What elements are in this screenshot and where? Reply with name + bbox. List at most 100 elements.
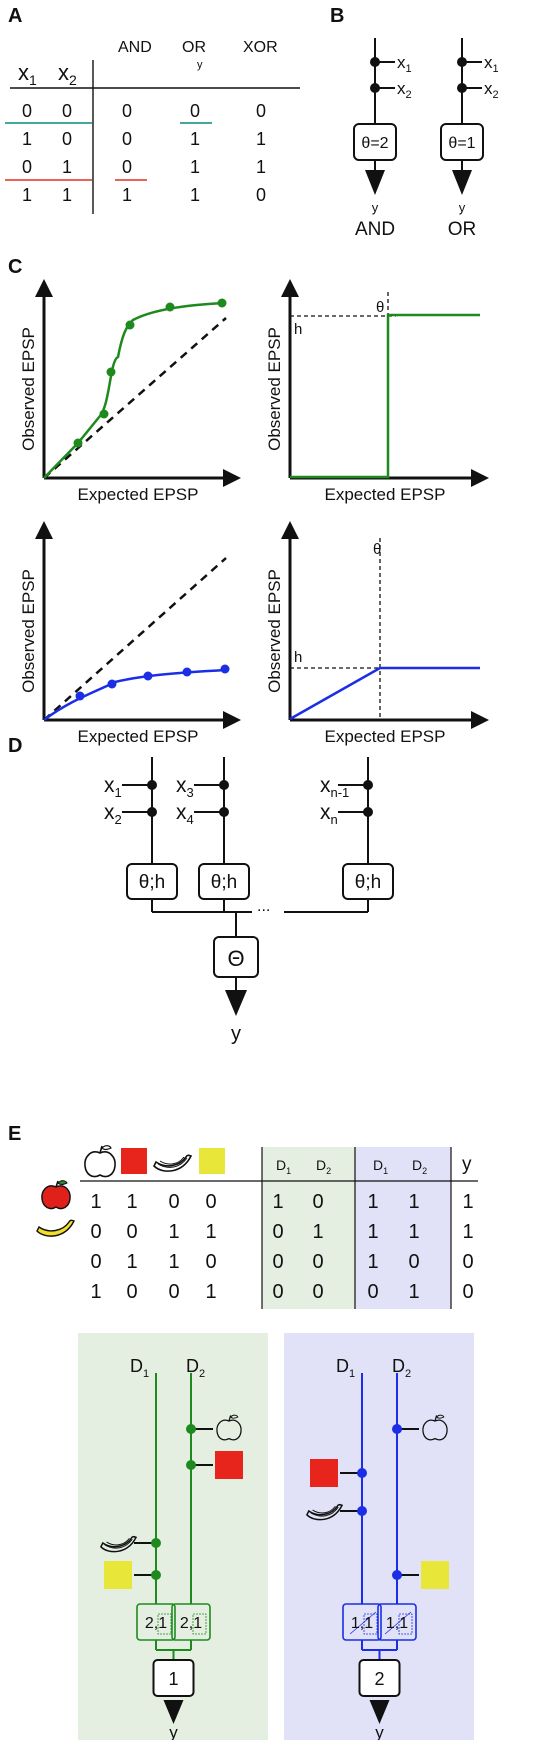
y-axis-label: Observed EPSP [19,327,38,451]
truth-cell-r1-c0: 1 [22,129,32,149]
soma-label: 1 [168,1669,178,1689]
synapse-dot [147,780,157,790]
input-cell: 1 [168,1221,179,1243]
input-cell: 1 [90,1281,101,1303]
green-dendrite-cell: 1 [272,1191,283,1213]
branch-box-hatch [384,1611,412,1635]
output-cell: 1 [462,1221,473,1243]
input-cell: 1 [90,1191,101,1213]
green-dendrite-cell: 0 [272,1221,283,1243]
panel-label-d: D [8,735,22,757]
data-point [125,320,135,330]
output-arrowhead [452,170,472,195]
h-label: h [294,649,302,666]
green-d1-header: D1 [276,1157,291,1176]
input-x2-label: x2 [397,79,412,101]
synapse-dot [370,57,380,67]
banana-icon [153,1154,192,1172]
green-dendrite-cell: 0 [312,1251,323,1273]
synapse-dot [357,1506,367,1516]
branch-label: 2,1 [145,1615,167,1632]
synapse-dot [147,807,157,817]
output-arrowhead [365,170,385,195]
blue-dendrite-cell: 1 [408,1221,419,1243]
green-dendrite-cell: 0 [272,1281,283,1303]
green-d2-header: D2 [316,1157,331,1176]
theta-label: θ [376,299,384,316]
y-axis-label: Observed EPSP [265,569,284,693]
input-label: xn [320,801,338,827]
data-point [73,438,83,448]
output-arrowhead [163,1700,184,1724]
blue-dendrite-cell: 1 [408,1191,419,1213]
input-label: xn-1 [320,774,349,800]
saturating-curve [289,666,480,721]
truth-cell-r1-c4: 1 [256,129,266,149]
green-dendrite-cell: 1 [312,1221,323,1243]
d1-label: D1 [336,1356,355,1380]
truth-cell-r3-c3: 1 [190,185,200,205]
synapse-dot [392,1570,402,1580]
soma-label: 2 [374,1669,384,1689]
synapse-dot [392,1424,402,1434]
x-axis-label: Expected EPSP [78,727,199,746]
branch-label: θ;h [139,872,165,893]
apple-body [41,1185,71,1210]
x-axis-label: Expected EPSP [78,485,199,504]
truth-cell-r1-c2: 0 [122,129,132,149]
input-cell: 1 [126,1251,137,1273]
plot-sublinear: Expected EPSP Observed EPSP [19,521,241,746]
input-label: x2 [104,801,122,827]
synapse-dot [186,1424,196,1434]
y-axis-label: Observed EPSP [19,569,38,693]
panel-label-e: E [8,1123,21,1145]
and-header: AND [118,39,152,56]
input-cell: 1 [168,1251,179,1273]
synapse-dot [457,83,467,93]
banana-body [36,1219,75,1237]
ellipsis: ... [257,898,270,915]
step-curve [290,313,480,479]
data-point [99,409,109,419]
synapse-dot [363,807,373,817]
blue-dendrite-cell: 0 [367,1281,378,1303]
h-label: h [294,321,302,338]
output-arrowhead [369,1700,390,1724]
input-cell: 0 [90,1221,101,1243]
branch-label: 1,1 [386,1615,408,1632]
blue-table-shade [355,1147,451,1309]
synapse-dot [370,83,380,93]
truth-cell-r0-c2: 0 [122,101,132,121]
truth-cell-r0-c1: 0 [62,101,72,121]
green-dendrite-cell: 0 [312,1191,323,1213]
blue-dendrite-cell: 1 [367,1191,378,1213]
green-table-shade [262,1147,355,1309]
row-banana-icon [36,1219,75,1237]
threshold-label: θ=1 [448,135,475,152]
apple-stem [55,1180,59,1188]
truth-cell-r3-c2: 1 [122,185,132,205]
input-label: x3 [176,774,194,800]
branch-box-hatch [349,1611,377,1635]
x1-header: x1 [18,60,37,88]
truth-cell-r3-c0: 1 [22,185,32,205]
synapse-dot [151,1538,161,1548]
apple-leaf [57,1180,68,1185]
y-axis-label: Observed EPSP [265,327,284,451]
input-cell: 0 [168,1191,179,1213]
epsp-plots: Expected EPSP Observed EPSP Expected EPSP O… [19,279,489,746]
yellow-square-icon [199,1148,225,1174]
branch-box-hatch [398,1613,413,1635]
synapse-dot [219,807,229,817]
branch-box-hatch [157,1613,172,1635]
y-header: y [462,1154,472,1175]
output-y: y [231,1023,241,1045]
